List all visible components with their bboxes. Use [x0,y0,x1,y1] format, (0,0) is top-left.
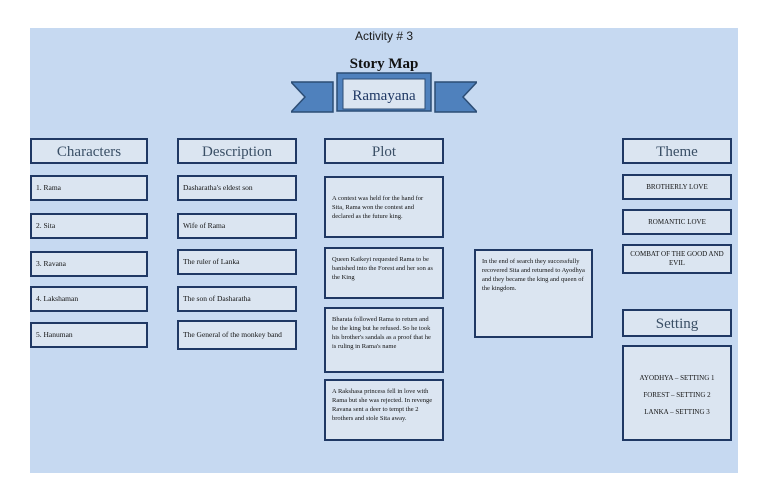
character-item: 1. Rama [30,175,148,201]
plot-ending: In the end of search they successfully r… [474,249,593,338]
description-item: The son of Dasharatha [177,286,297,312]
ribbon-banner: Ramayana [291,72,477,113]
ribbon-label: Ramayana [352,88,416,104]
plot-event: A contest was held for the hand for Sita… [324,176,444,238]
plot-heading: Plot [324,138,444,164]
plot-event: A Rakshasa princess fell in love with Ra… [324,379,444,441]
description-item: The ruler of Lanka [177,249,297,275]
character-item: 5. Hanuman [30,322,148,348]
characters-heading: Characters [30,138,148,164]
description-heading: Description [177,138,297,164]
setting-heading: Setting [622,309,732,337]
description-item: The General of the monkey band [177,320,297,350]
setting-list: AYODHYA – SETTING 1 FOREST – SETTING 2 L… [622,345,732,441]
description-item: Dasharatha's eldest son [177,175,297,201]
description-item: Wife of Rama [177,213,297,239]
character-item: 3. Ravana [30,251,148,277]
story-map-title: Story Map [349,56,419,72]
plot-event: Queen Kaikeyi requested Rama to be banis… [324,247,444,299]
activity-label: Activity # 3 [354,29,414,43]
theme-item: COMBAT OF THE GOOD AND EVIL [622,244,732,274]
theme-item: BROTHERLY LOVE [622,174,732,200]
theme-item: ROMANTIC LOVE [622,209,732,235]
plot-event: Bharata followed Rama to return and be t… [324,307,444,373]
setting-item: LANKA – SETTING 3 [644,408,710,416]
ribbon-right-tail [434,81,477,113]
setting-item: FOREST – SETTING 2 [643,391,711,399]
ribbon-label-box [342,78,426,110]
character-item: 4. Lakshaman [30,286,148,312]
ribbon-left-tail [291,81,334,113]
theme-heading: Theme [622,138,732,164]
character-item: 2. Sita [30,213,148,239]
setting-item: AYODHYA – SETTING 1 [639,374,715,382]
